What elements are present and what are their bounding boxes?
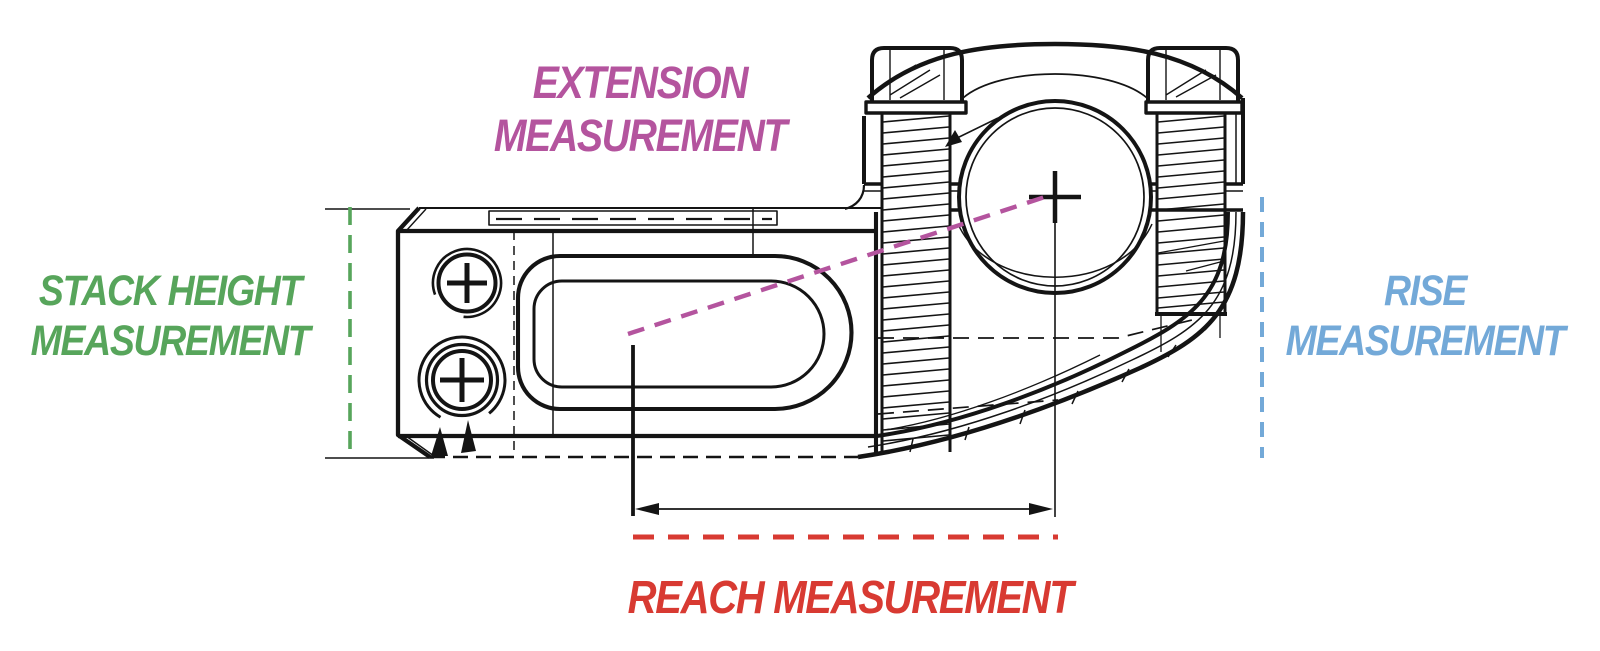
clamp-bolt-right-head [1144, 46, 1244, 115]
reach-dimension-arrow-icons [635, 503, 1053, 515]
faceplate-bolt-top-icon [431, 247, 503, 319]
rise-measurement-label: RISE MEASUREMENT [1273, 266, 1578, 366]
extension-label-line1: EXTENSION [532, 57, 749, 108]
stack-label-line1: STACK HEIGHT [38, 267, 302, 315]
stack-label-line2: MEASUREMENT [30, 317, 311, 365]
handlebar-clamp [862, 41, 1245, 517]
rise-label-line1: RISE [1383, 267, 1467, 315]
clamp-bolt-left-head [864, 46, 968, 115]
stack-extension-lines [325, 208, 434, 459]
clamp-bolt-right-threads [1155, 113, 1227, 352]
pointer-wedges [431, 420, 476, 456]
reach-dimension [325, 208, 1053, 516]
leader-arrow [945, 117, 999, 147]
faceplate-bolts [417, 247, 507, 456]
reach-label-line1: REACH MEASUREMENT [627, 571, 1074, 623]
stem-body [395, 184, 1246, 460]
rise-label-line2: MEASUREMENT [1285, 317, 1566, 365]
faceplate-bolt-bottom-icon [417, 335, 507, 425]
bar-center-crosshair-icon [1029, 171, 1081, 223]
hidden-lines [877, 319, 1193, 415]
extension-dashed-line [627, 193, 1049, 337]
reach-measurement-label: REACH MEASUREMENT [624, 571, 1076, 624]
stack-height-measurement-label: STACK HEIGHT MEASUREMENT [22, 266, 318, 366]
extension-label-line2: MEASUREMENT [493, 110, 788, 161]
extension-measurement-label: EXTENSION MEASUREMENT [423, 56, 858, 162]
clamp-bolt-left-threads [880, 113, 952, 452]
